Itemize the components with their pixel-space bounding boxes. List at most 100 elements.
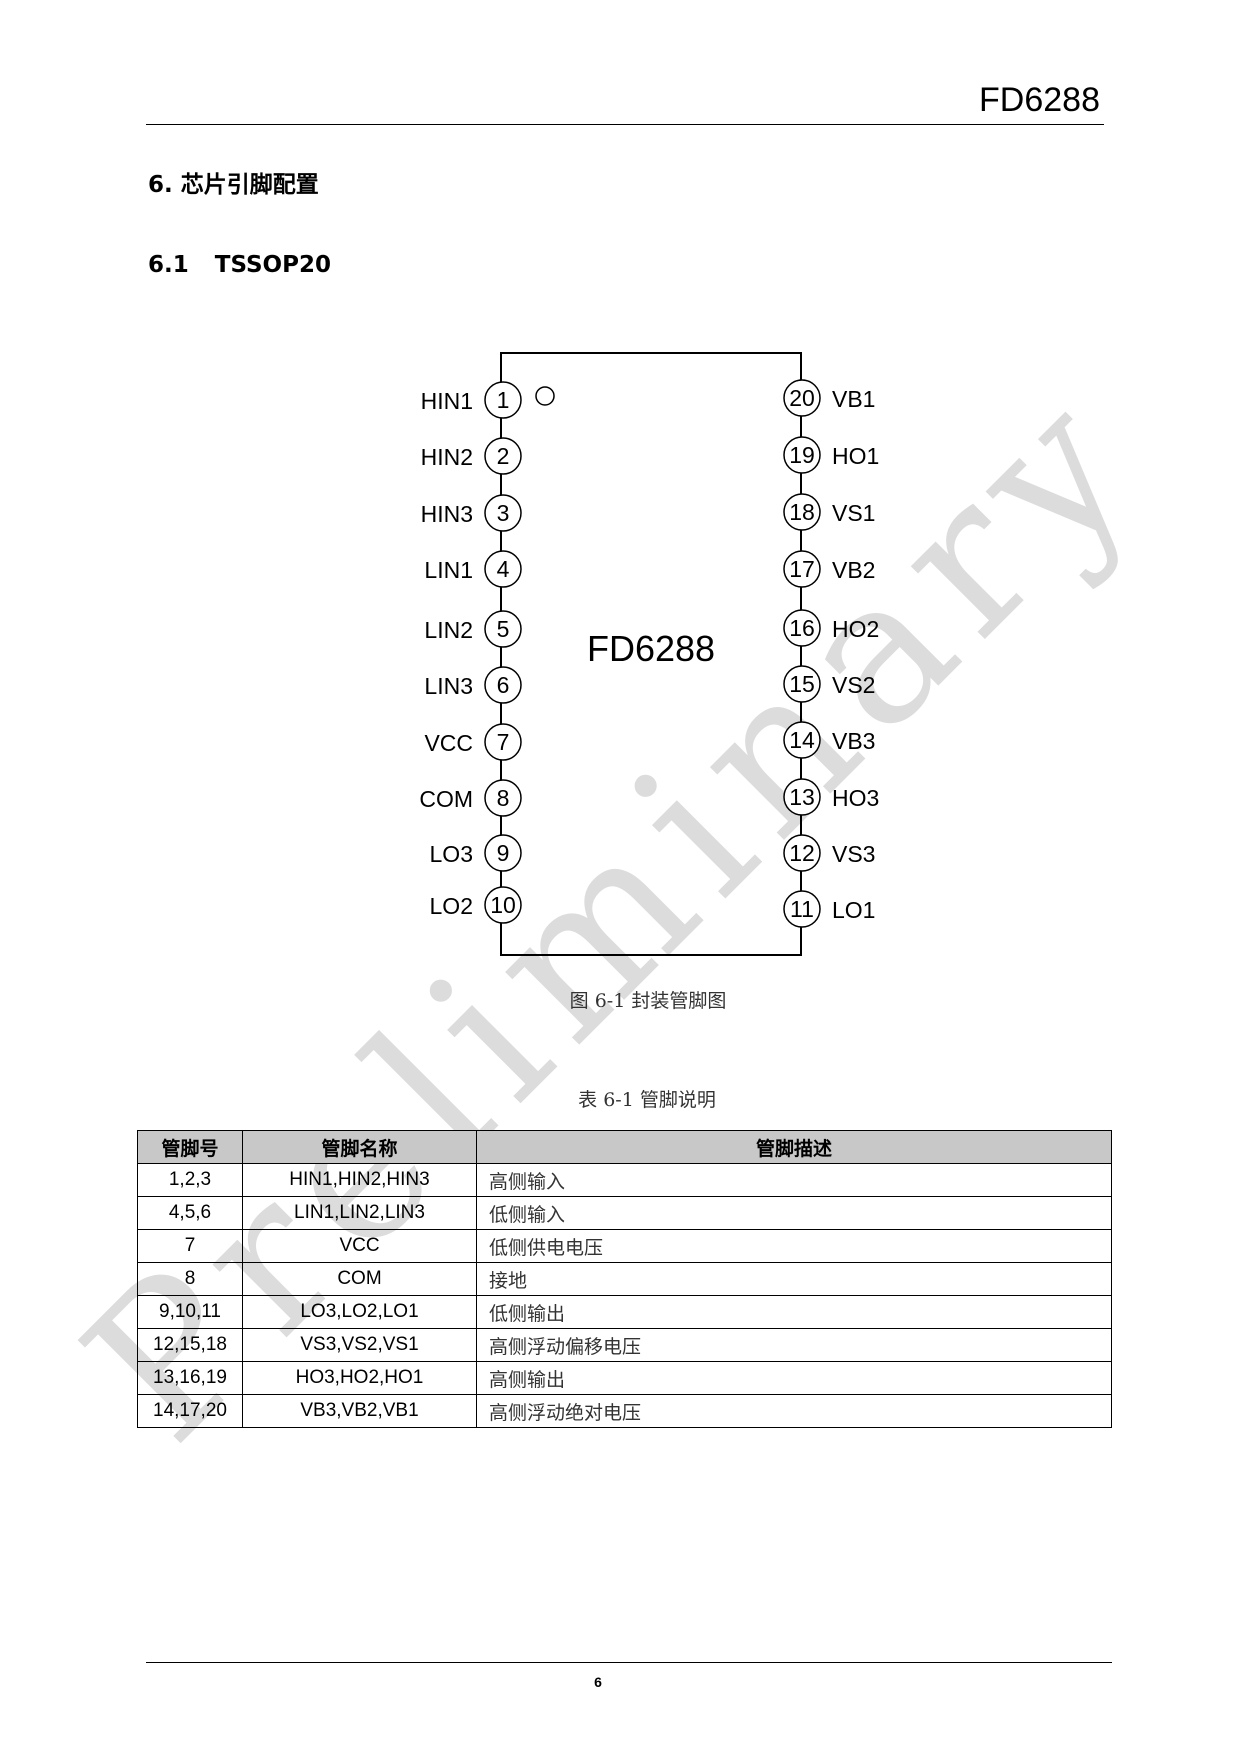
pin-number: 14	[789, 727, 815, 753]
pin-number: 9	[497, 840, 510, 866]
pin-name-cell: LO3,LO2,LO1	[242, 1295, 477, 1329]
pin-circle	[783, 379, 821, 417]
pin-name: VB2	[832, 557, 875, 583]
pin-description-cell: 接地	[476, 1262, 1112, 1296]
pin-number: 18	[789, 499, 815, 525]
pin-name: HO2	[832, 616, 879, 642]
pin-circle	[484, 381, 522, 419]
pin-number: 4	[497, 556, 510, 582]
pin-description-cell: 低侧供电电压	[476, 1229, 1112, 1263]
pin-number: 3	[497, 500, 510, 526]
header-rule	[146, 124, 1104, 125]
pin-number: 5	[497, 616, 510, 642]
table-caption: 表 6-1 管脚说明	[578, 1089, 716, 1111]
pin-circle	[484, 494, 522, 532]
pin-description-cell: 高侧输出	[476, 1361, 1112, 1395]
section-title: 6. 芯片引脚配置	[148, 172, 319, 198]
pin-circle	[484, 666, 522, 704]
pin-name-cell: VB3,VB2,VB1	[242, 1394, 477, 1428]
pin-number-cell: 4,5,6	[137, 1196, 243, 1230]
table-header-row: 管脚号 管脚名称 管脚描述	[137, 1130, 1112, 1164]
header-pin-number: 管脚号	[137, 1130, 243, 1164]
pin-number: 7	[497, 729, 510, 755]
pin-name-cell: LIN1,LIN2,LIN3	[242, 1196, 477, 1230]
pin-description-cell: 高侧浮动绝对电压	[476, 1394, 1112, 1428]
pin-name: LO2	[430, 893, 473, 919]
pin-circle	[783, 890, 821, 928]
pin-name: LO3	[430, 841, 473, 867]
pin-number: 2	[497, 443, 510, 469]
pin-circle	[783, 834, 821, 872]
pin-name: HIN1	[421, 388, 473, 414]
pin-name: LIN1	[424, 557, 473, 583]
footer-rule	[146, 1662, 1112, 1663]
header-pin-description: 管脚描述	[476, 1130, 1112, 1164]
pin-name: HIN3	[421, 501, 473, 527]
pin-name: LIN2	[424, 617, 473, 643]
pin-number-cell: 14,17,20	[137, 1394, 243, 1428]
pin-number-cell: 7	[137, 1229, 243, 1263]
chip-label: FD6288	[587, 628, 715, 669]
pinout-diagram: FD6288 1 HIN1 2 HIN2 3 HIN3 4 LIN1 5 LIN2 6 LIN3 7 VC…	[419, 352, 879, 956]
pin-number: 11	[790, 896, 814, 922]
pin-circle	[783, 493, 821, 531]
pin-circle	[783, 721, 821, 759]
pin-number: 19	[789, 442, 815, 468]
pin-number: 1	[497, 387, 510, 413]
pin-name: HO1	[832, 443, 879, 469]
pin-number: 6	[497, 672, 510, 698]
pin-name-cell: HO3,HO2,HO1	[242, 1361, 477, 1395]
pin-name: VS3	[832, 841, 875, 867]
pin-name: COM	[419, 786, 473, 812]
pin-circle	[484, 550, 522, 588]
pin-name-cell: VS3,VS2,VS1	[242, 1328, 477, 1362]
pin-number: 15	[789, 671, 815, 697]
pin-circle	[783, 609, 821, 647]
pin-circle	[484, 834, 522, 872]
pin-name-cell: COM	[242, 1262, 477, 1296]
pin-number: 17	[789, 556, 815, 582]
pin-number-cell: 1,2,3	[137, 1163, 243, 1197]
pin-number: 20	[789, 385, 815, 411]
pin-circle	[783, 550, 821, 588]
pin-description-cell: 低侧输入	[476, 1196, 1112, 1230]
pin-number: 13	[789, 784, 815, 810]
pin-description-cell: 高侧输入	[476, 1163, 1112, 1197]
pin-name-cell: VCC	[242, 1229, 477, 1263]
pin-circle	[783, 436, 821, 474]
pin-number: 16	[789, 615, 815, 641]
pin-number-cell: 12,15,18	[137, 1328, 243, 1362]
pin-circle	[484, 610, 522, 648]
header-pin-name: 管脚名称	[242, 1130, 477, 1164]
pin-number: 8	[497, 785, 510, 811]
pin-number: 12	[789, 840, 815, 866]
pin-name: VCC	[424, 730, 473, 756]
pin-circle	[484, 437, 522, 475]
pin-name: VB3	[832, 728, 875, 754]
pin-name: LO1	[832, 897, 875, 923]
figure-caption: 图 6-1 封装管脚图	[569, 990, 727, 1012]
pin1-marker	[535, 386, 555, 406]
pin-number-cell: 13,16,19	[137, 1361, 243, 1395]
pin-name: HO3	[832, 785, 879, 811]
pin-name: VS1	[832, 500, 875, 526]
pin-circle	[484, 779, 522, 817]
pin-number-cell: 8	[137, 1262, 243, 1296]
pin-circle	[484, 723, 522, 761]
pin-number: 10	[490, 892, 516, 918]
pin-name-cell: HIN1,HIN2,HIN3	[242, 1163, 477, 1197]
pin-name: VB1	[832, 386, 875, 412]
pin-name: LIN3	[424, 673, 473, 699]
pin-circle	[783, 665, 821, 703]
subsection-title: 6.1 TSSOP20	[148, 252, 331, 278]
pin-name: HIN2	[421, 444, 473, 470]
pin-description-cell: 高侧浮动偏移电压	[476, 1328, 1112, 1362]
pin-circle	[783, 778, 821, 816]
